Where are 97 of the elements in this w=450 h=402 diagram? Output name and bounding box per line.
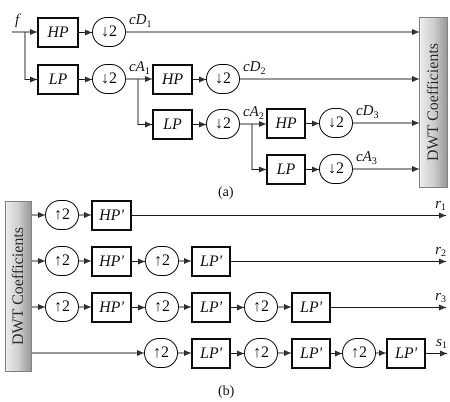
- arrow: [178, 304, 192, 310]
- filter-label: LP: [48, 72, 68, 88]
- arrow: [32, 258, 46, 264]
- filter-label: HP: [47, 24, 69, 40]
- filter-block: [266, 108, 306, 139]
- sampler-label: ↓2: [215, 116, 231, 132]
- sampler-label: ↑2: [253, 345, 269, 361]
- sampler-label: ↑2: [351, 345, 367, 361]
- arrow: [78, 30, 92, 36]
- arrow: [230, 350, 244, 356]
- signal-label: cD$_{1}$: [129, 13, 152, 28]
- arrow: [306, 120, 320, 126]
- arrow: [240, 76, 420, 82]
- filter-block: [191, 338, 231, 369]
- coefficients-label: DWT Coefficients: [426, 43, 442, 162]
- arrow: [192, 76, 206, 82]
- arrow: [278, 350, 292, 356]
- arrow: [78, 258, 92, 264]
- filter-block: [37, 17, 79, 48]
- filter-label: LP: [163, 116, 182, 132]
- signal-label: cA$_{1}$: [129, 60, 150, 75]
- coefficients-label: DWT Coefficients: [10, 227, 26, 346]
- filter-block: [191, 292, 231, 323]
- arrow: [12, 32, 38, 82]
- filter-block: [266, 154, 306, 185]
- filter-block: [91, 292, 132, 323]
- arrow: [426, 350, 448, 356]
- filter-block: [291, 338, 331, 369]
- sampler-label: ↑2: [154, 299, 170, 315]
- arrow: [352, 120, 420, 126]
- filter-label: LP': [200, 254, 222, 270]
- signal-label: s$_{1}$: [436, 334, 447, 350]
- signal-label: r$_{1}$: [435, 196, 446, 212]
- arrow: [32, 212, 46, 218]
- signal-label: cA$_{3}$: [356, 150, 377, 165]
- filter-label: LP: [276, 162, 296, 178]
- arrow: [32, 304, 46, 310]
- arrow: [132, 258, 146, 264]
- signal-label: f: [15, 13, 20, 28]
- signal-label: cD$_{2}$: [243, 60, 266, 75]
- arrow: [330, 350, 342, 356]
- sampler-label: ↓2: [215, 71, 231, 87]
- arrow: [192, 122, 206, 128]
- sampler-label: ↓2: [328, 115, 344, 131]
- subfigure-caption: (a): [218, 186, 234, 200]
- arrow: [230, 258, 446, 264]
- filter-label: LP': [300, 300, 322, 316]
- sampler-label: ↓2: [101, 24, 117, 40]
- sampler-label: ↑2: [54, 207, 70, 223]
- coefficients-bar: [419, 17, 448, 188]
- signal-label: r$_{2}$: [435, 242, 446, 258]
- sampler-label: ↓2: [101, 71, 117, 87]
- arrow: [78, 304, 92, 310]
- arrow: [126, 29, 420, 35]
- filter-block: [291, 292, 331, 323]
- filter-block: [37, 64, 79, 95]
- signal-label: cD$_{3}$: [356, 104, 378, 119]
- arrow: [278, 304, 292, 310]
- filter-block: [91, 246, 132, 277]
- sampler-label: ↑2: [54, 253, 70, 269]
- arrow: [240, 124, 266, 172]
- filter-label: LP': [200, 346, 222, 362]
- arrow: [376, 350, 386, 356]
- arrow: [78, 212, 92, 218]
- filter-label: HP': [99, 254, 124, 270]
- arrow: [32, 350, 144, 356]
- filter-label: LP': [394, 346, 418, 362]
- arrow: [352, 166, 420, 172]
- filter-block: [191, 246, 231, 277]
- filter-label: HP: [162, 72, 184, 88]
- filter-block: [91, 200, 132, 231]
- arrow: [330, 304, 446, 310]
- arrow: [230, 304, 244, 310]
- sampler-label: ↑2: [153, 345, 169, 361]
- filter-label: HP': [99, 208, 124, 224]
- arrow: [178, 350, 192, 356]
- signal-label: r$_{3}$: [435, 288, 446, 304]
- sampler-label: ↑2: [154, 253, 170, 269]
- arrow: [132, 212, 446, 218]
- arrow: [132, 304, 146, 310]
- filter-block: [152, 64, 193, 95]
- arrow: [126, 78, 152, 128]
- arrow: [78, 76, 92, 82]
- sampler-label: ↑2: [253, 299, 269, 315]
- coefficients-bar: [5, 201, 32, 372]
- filter-label: HP': [99, 300, 124, 316]
- filter-label: HP: [275, 116, 297, 132]
- filter-block: [152, 109, 193, 140]
- sampler-label: ↓2: [328, 161, 344, 177]
- arrow: [306, 166, 320, 172]
- signal-label: cA$_{2}$: [243, 105, 264, 120]
- filter-label: LP': [200, 300, 222, 316]
- sampler-label: ↑2: [54, 299, 70, 315]
- filter-block: [386, 338, 426, 369]
- arrow: [178, 258, 192, 264]
- filter-label: LP': [300, 346, 322, 362]
- subfigure-caption: (b): [218, 385, 234, 399]
